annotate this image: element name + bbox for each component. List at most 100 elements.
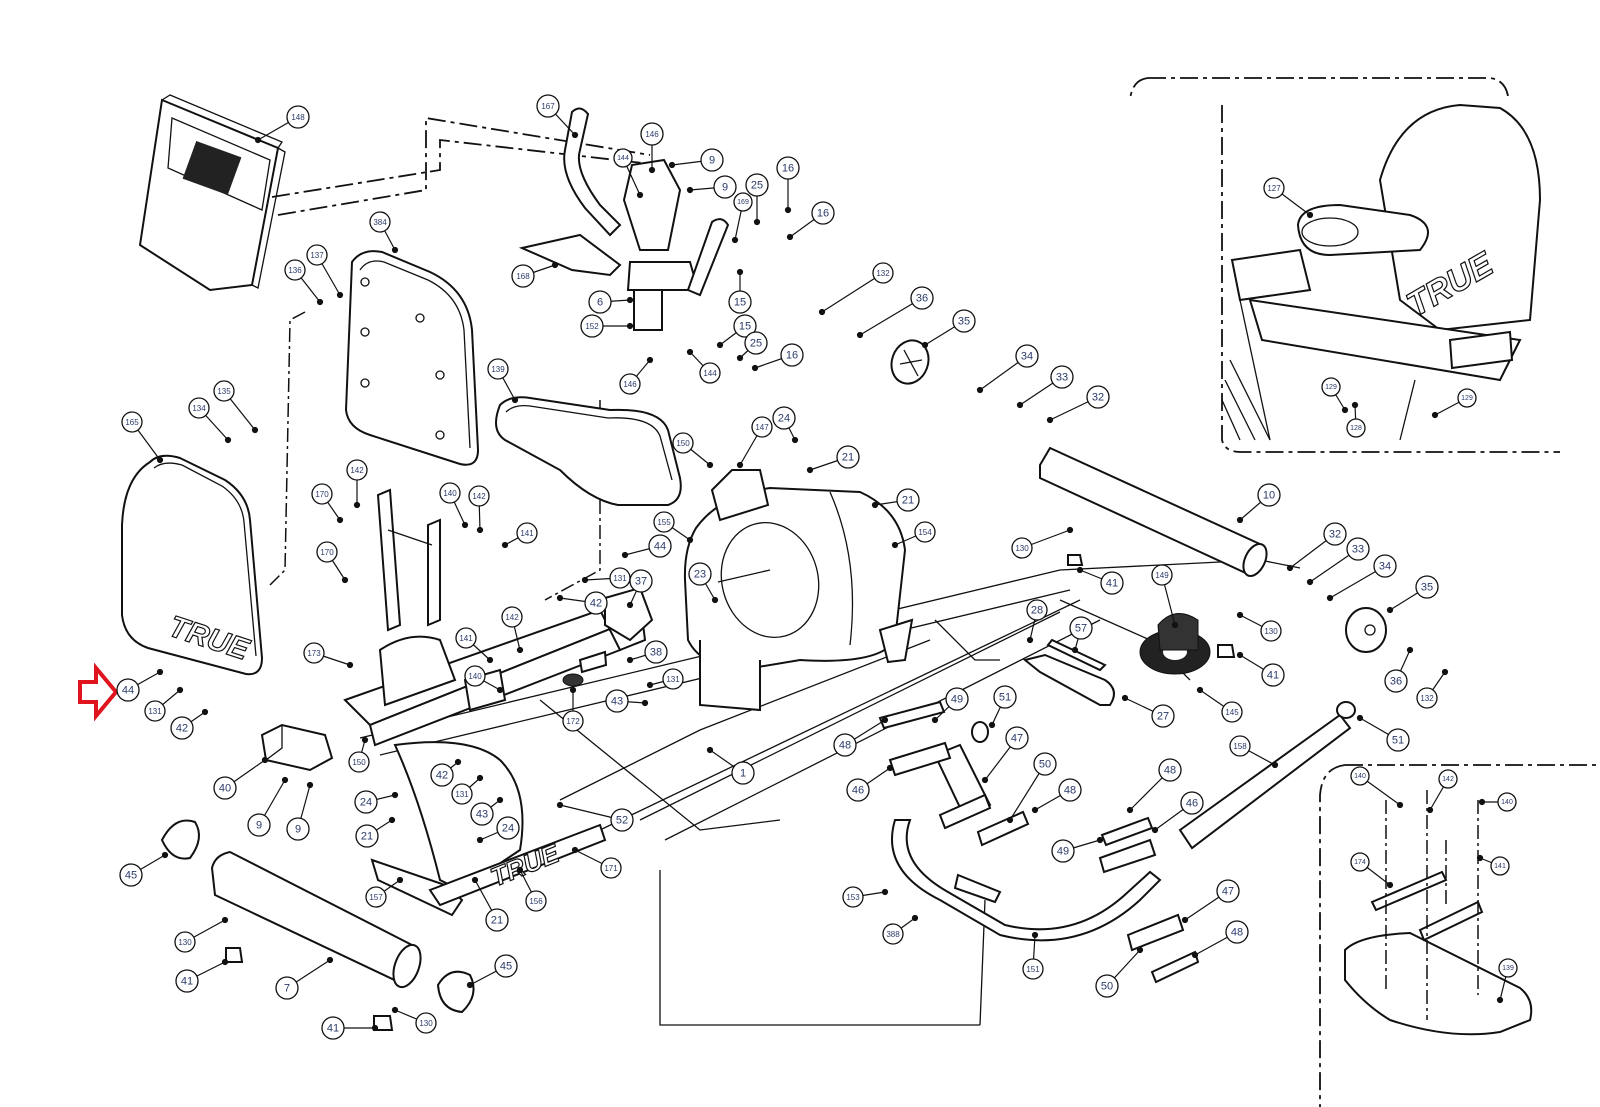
callout-number: 51 xyxy=(1392,735,1404,747)
callout-number: 141 xyxy=(520,529,534,538)
callout-strap_145: 145 xyxy=(1221,701,1243,723)
callout-cover_156: 156 xyxy=(525,890,547,912)
callout-circle xyxy=(415,1012,437,1034)
hardware-inset_seat_139 xyxy=(1496,996,1504,1004)
callout-shroud_155: 155 xyxy=(653,511,675,533)
hardware-screw_9a xyxy=(668,161,676,169)
callout-tray_168: 168 xyxy=(511,264,535,288)
callout-circle xyxy=(451,783,473,805)
hardware-sensor_46a xyxy=(886,764,894,772)
hardware-handle_37 xyxy=(626,601,634,609)
callout-circle xyxy=(644,640,668,664)
hardware-console_screws xyxy=(636,191,644,199)
leader-washer_36a xyxy=(859,297,923,336)
callout-number: 41 xyxy=(1267,670,1279,682)
hardware-pad_48a xyxy=(881,716,889,724)
callout-screw_38: 38 xyxy=(644,640,668,664)
callout-screw_28: 28 xyxy=(1026,599,1048,621)
hardware-cap_51a xyxy=(988,721,996,729)
callout-bolt_140b: 140 xyxy=(464,665,486,687)
hardware-cover_156 xyxy=(516,866,524,874)
callout-number: 36 xyxy=(916,293,928,305)
hardware-bolt_16b xyxy=(786,233,794,241)
callout-number: 6 xyxy=(597,297,603,309)
seat-139 xyxy=(495,396,682,506)
callout-number: 45 xyxy=(500,961,512,973)
hardware-nut_42a xyxy=(556,594,564,602)
callout-circle xyxy=(672,432,694,454)
callout-number: 171 xyxy=(604,864,618,873)
callout-number: 129 xyxy=(1461,395,1473,402)
callout-circle xyxy=(355,824,379,848)
hardware-washer_25a xyxy=(753,218,761,226)
hardware-sensor_47b xyxy=(1181,916,1189,924)
hardware-screw_9c xyxy=(281,776,289,784)
hardware-handlebar_151 xyxy=(1031,931,1039,939)
callout-number: 33 xyxy=(1056,372,1068,384)
callout-circle xyxy=(619,373,641,395)
callout-number: 46 xyxy=(852,785,864,797)
callout-circle xyxy=(1384,669,1408,693)
callout-circle xyxy=(1415,575,1439,599)
hardware-washer_21b xyxy=(871,501,879,509)
callout-nut_130b: 130 xyxy=(415,1012,437,1034)
callout-number: 44 xyxy=(122,685,134,697)
hardware-shroud_155 xyxy=(686,536,694,544)
callout-pad_48c: 48 xyxy=(1158,758,1182,782)
callout-circle xyxy=(744,331,768,355)
callout-circle xyxy=(653,511,675,533)
hardware-pad_50b xyxy=(1136,946,1144,954)
callout-circle xyxy=(247,813,271,837)
callout-number: 131 xyxy=(613,574,627,583)
hardware-handle_27 xyxy=(1121,694,1129,702)
hardware-cover_157 xyxy=(396,876,404,884)
callout-sensor_46b: 46 xyxy=(1180,791,1204,815)
hardware-inset_bolt_140b xyxy=(1478,798,1486,806)
callout-screw_24c: 24 xyxy=(496,816,520,840)
callout-cable_153: 153 xyxy=(842,886,864,908)
callout-circle xyxy=(728,290,752,314)
callout-number: 134 xyxy=(192,404,206,413)
leader-bolt_132a xyxy=(821,272,884,313)
callout-number: 140 xyxy=(1501,799,1513,806)
callout-screw_49b: 49 xyxy=(1051,839,1075,863)
callout-circle xyxy=(1058,778,1082,802)
callout-circle xyxy=(745,173,769,197)
callout-number: 154 xyxy=(918,528,932,537)
callout-circle xyxy=(321,1016,345,1040)
hardware-washer_15a xyxy=(736,268,744,276)
callout-circle xyxy=(610,808,634,832)
callout-circle xyxy=(562,710,584,732)
callout-circle xyxy=(286,817,310,841)
callout-decal_171: 171 xyxy=(600,857,622,879)
callout-washer_21b: 21 xyxy=(896,488,920,512)
callout-block_40: 40 xyxy=(213,776,237,800)
callout-circle xyxy=(1438,769,1458,789)
callout-number: 37 xyxy=(635,576,647,588)
callout-circle xyxy=(1229,735,1251,757)
callout-number: 131 xyxy=(666,675,680,684)
callout-washer_21c: 21 xyxy=(355,824,379,848)
callout-cap_51a: 51 xyxy=(993,685,1017,709)
stabilizer-10 xyxy=(1039,446,1268,658)
callout-pedal_149: 149 xyxy=(1151,564,1173,586)
wheels-35 xyxy=(890,339,1387,653)
callout-circle xyxy=(303,642,325,664)
callout-circle xyxy=(1261,663,1285,687)
hardware-bolt_140a xyxy=(461,521,469,529)
callout-number: 9 xyxy=(256,820,262,832)
hardware-screw_38 xyxy=(626,656,634,664)
callout-screw_9d: 9 xyxy=(286,817,310,841)
callout-circle xyxy=(613,148,633,168)
hardware-bolt_140b xyxy=(496,686,504,694)
hardware-cable_388 xyxy=(911,914,919,922)
callout-leveler_41c: 41 xyxy=(1100,571,1124,595)
hardware-washer_142c xyxy=(516,646,524,654)
callout-circle xyxy=(629,569,653,593)
callout-number: 16 xyxy=(786,350,798,362)
callout-number: 7 xyxy=(284,983,290,995)
callout-bolt_16b: 16 xyxy=(811,201,835,225)
callout-number: 388 xyxy=(886,930,900,939)
callout-circle xyxy=(348,751,370,773)
callout-circle xyxy=(316,541,338,563)
